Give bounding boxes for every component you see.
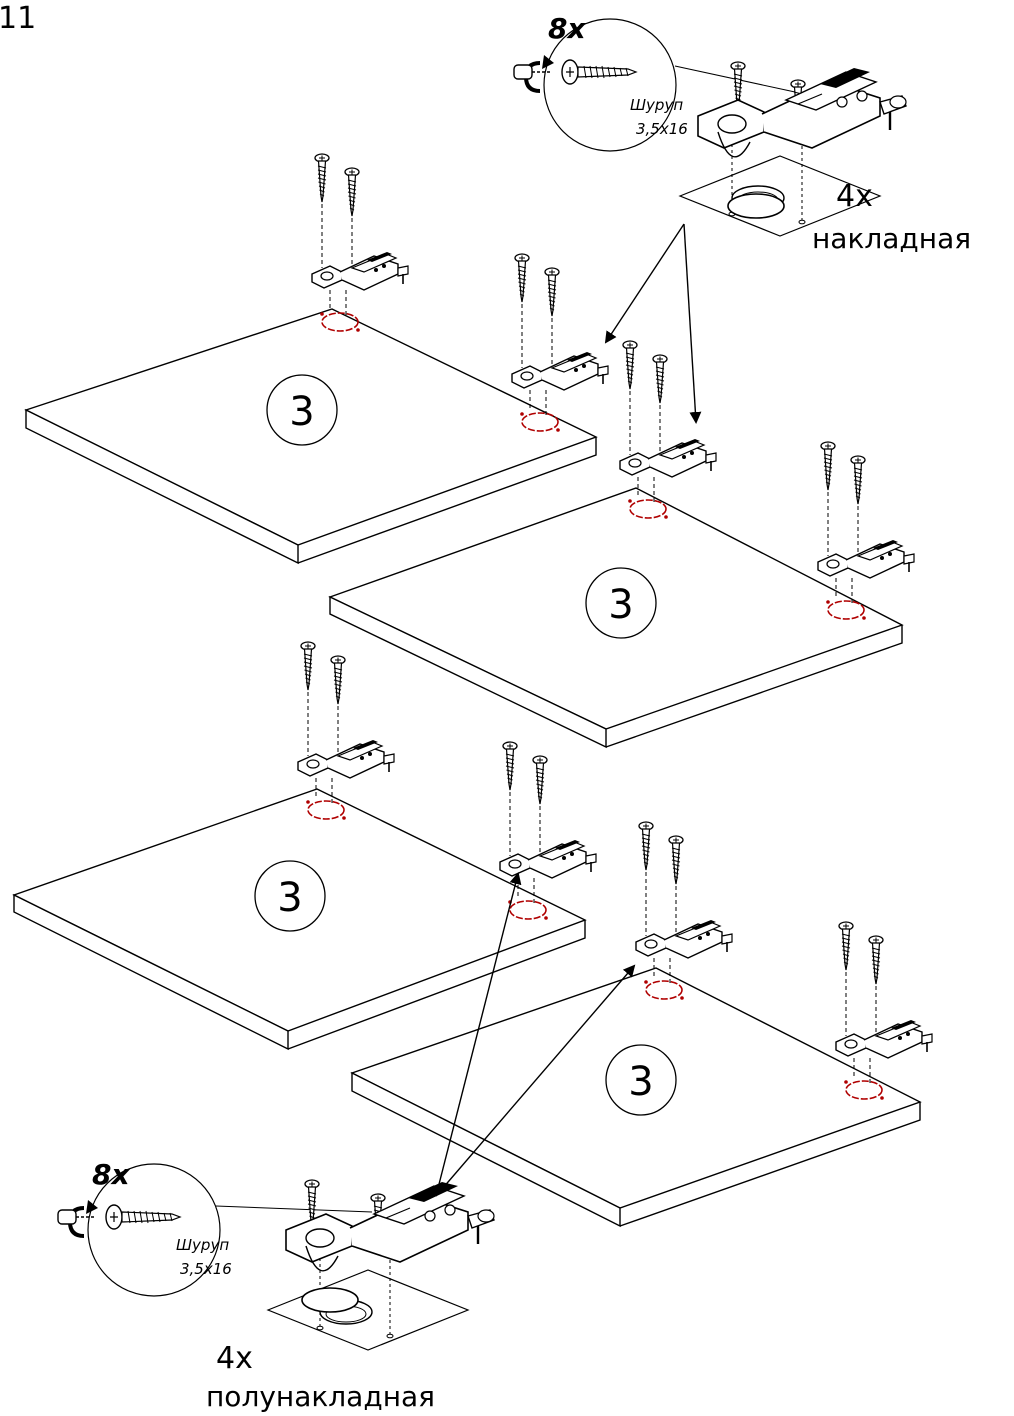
- pointer-arrow: [604, 223, 685, 344]
- screw-size-label: 3,5x16: [180, 1260, 232, 1278]
- pointer-arrow: [683, 223, 702, 424]
- screw-size-label: 3,5x16: [636, 120, 688, 138]
- screw-name-label: Шуруп: [176, 1236, 229, 1254]
- halfoverlay-quantity-label: 4x: [216, 1341, 253, 1376]
- overlay-quantity-label: 4x: [836, 179, 873, 214]
- panel-number: 3: [289, 389, 314, 435]
- pointer-arrow: [435, 872, 522, 1197]
- overlay-hinge-detail: 8x Шуруп 3,5x16 4x накладная: [512, 12, 971, 255]
- pointer-arrow: [435, 964, 636, 1197]
- screw-count-label: 8x: [548, 12, 586, 45]
- hinge-assembly: [312, 154, 408, 332]
- step-number: 11: [0, 1, 36, 36]
- panel-number: 3: [608, 582, 633, 628]
- door-panel: 3: [12, 788, 587, 1051]
- halfoverlay-hinge-detail: 8x Шуруп 3,5x16 4x полунакладная: [56, 1158, 496, 1413]
- panel-number: 3: [628, 1059, 653, 1105]
- halfoverlay-type-label: полунакладная: [206, 1380, 435, 1413]
- panel-number: 3: [277, 875, 302, 921]
- panel-number-badge: [585, 567, 657, 639]
- screw-count-label: 8x: [92, 1158, 130, 1191]
- panel-number-badge: [254, 860, 326, 932]
- door-panel: 3: [24, 308, 598, 565]
- door-panel: 3: [328, 487, 904, 749]
- door-panel: 3: [350, 967, 922, 1228]
- screw-name-label: Шуруп: [630, 96, 683, 114]
- panel-number-badge: [266, 374, 338, 446]
- panel-number-badge: [605, 1044, 677, 1116]
- overlay-type-label: накладная: [812, 222, 971, 255]
